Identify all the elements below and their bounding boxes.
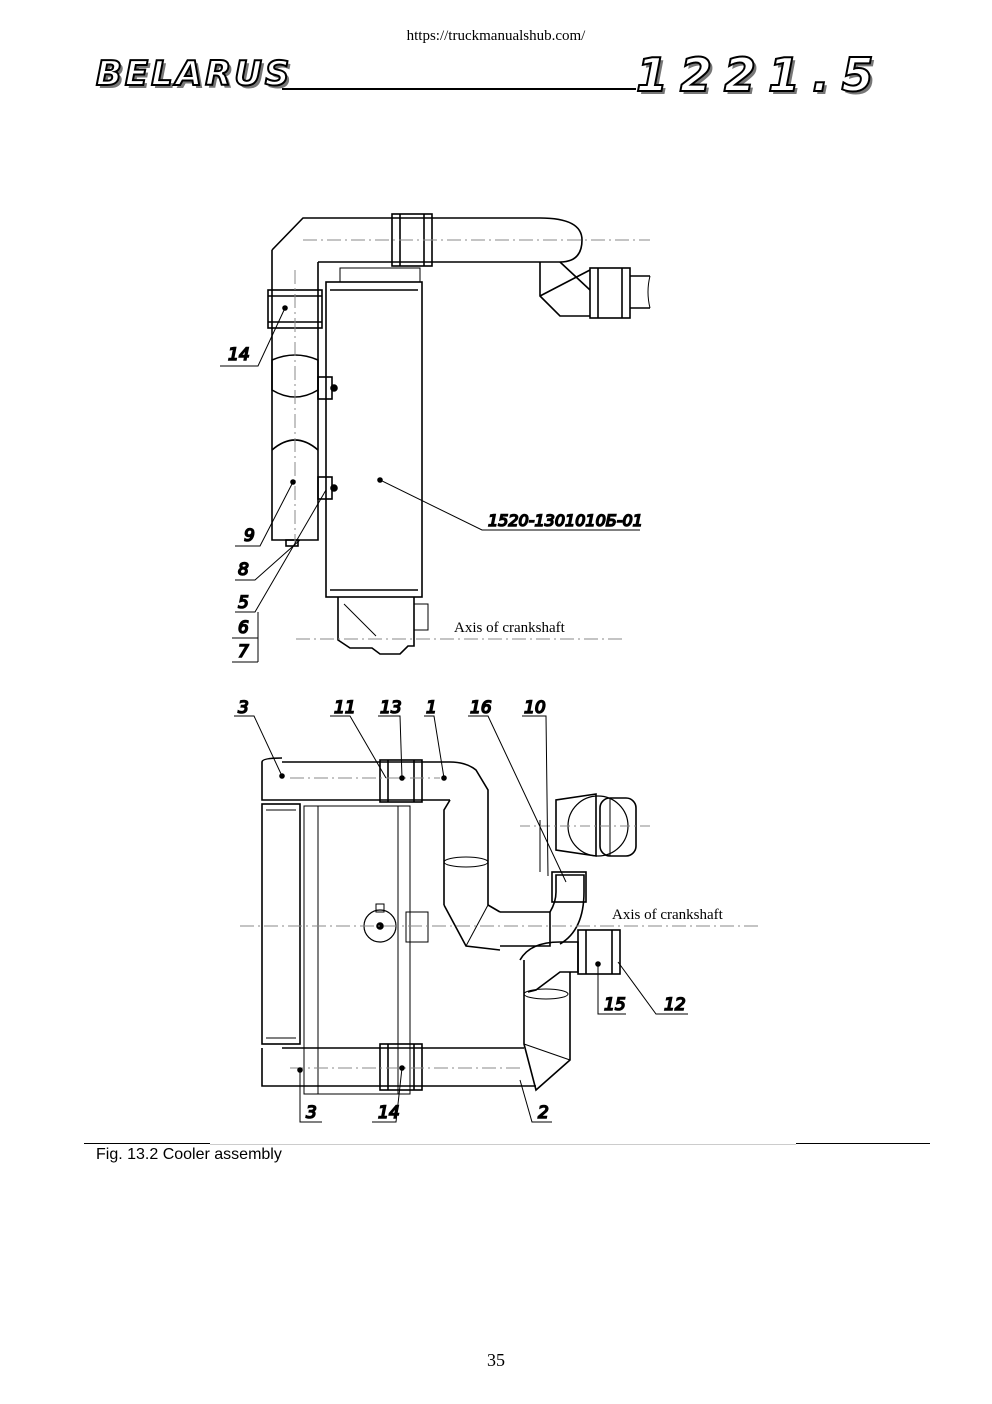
callout-8: 8 — [238, 560, 249, 580]
header-rule — [282, 88, 636, 90]
caption-rule-left — [84, 1143, 210, 1144]
page-number: 35 — [487, 1350, 505, 1370]
callout-1: 1 — [426, 698, 437, 718]
callout-3-top: 3 — [238, 698, 249, 718]
callout-12: 12 — [664, 995, 686, 1015]
axis-label-side: Axis of crankshaft — [612, 907, 723, 923]
callout-13: 13 — [380, 698, 402, 718]
callout-5: 5 — [238, 593, 249, 613]
callout-10: 10 — [524, 698, 546, 718]
callout-3-bottom: 3 — [306, 1103, 317, 1123]
callout-9: 9 — [244, 526, 255, 546]
source-url[interactable]: https://truckmanualshub.com/ — [406, 28, 586, 44]
part-number-label: 1520-1301010Б-01 — [488, 511, 643, 530]
callout-7: 7 — [238, 642, 249, 662]
callout-14-bottom: 14 — [378, 1103, 400, 1123]
callout-11: 11 — [334, 698, 356, 718]
callout-6: 6 — [238, 618, 249, 638]
caption-rule-right — [796, 1143, 930, 1144]
side-view: 3 11 13 1 16 10 15 12 3 14 2 — [234, 697, 760, 1124]
callout-14: 14 — [228, 345, 250, 365]
top-view: 14 9 8 5 6 7 1520-1301010Б-01 — [220, 213, 651, 663]
caption-rule-mid — [210, 1144, 796, 1145]
callout-2: 2 — [538, 1103, 549, 1123]
callout-15: 15 — [604, 995, 626, 1015]
callout-16: 16 — [470, 698, 492, 718]
brand-logo: BELARUS — [95, 53, 293, 95]
axis-label-top: Axis of crankshaft — [454, 620, 565, 636]
model-logo: 1221.5 — [635, 47, 886, 103]
figure-caption: Fig. 13.2 Cooler assembly — [96, 1146, 282, 1163]
